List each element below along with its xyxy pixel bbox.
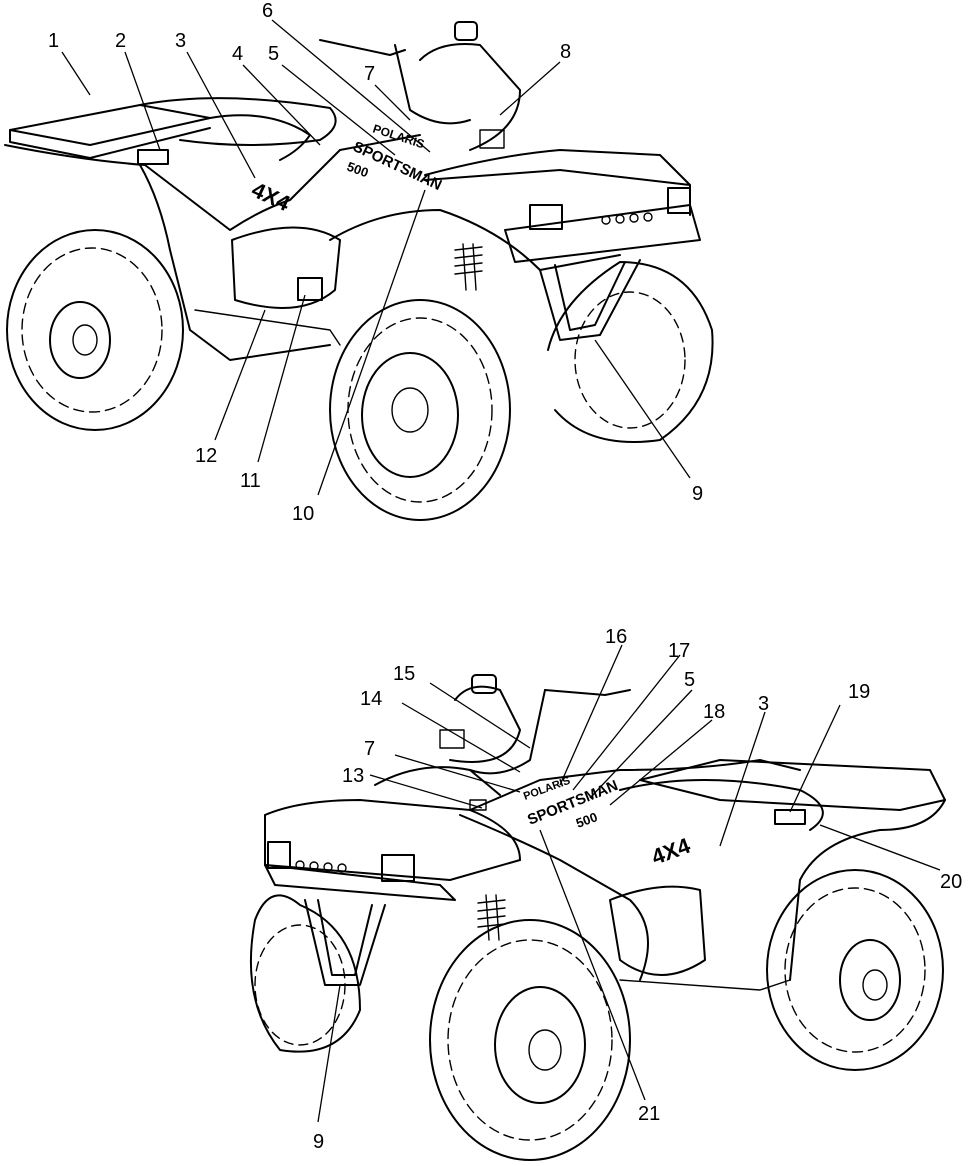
upper-callout-10: 10 xyxy=(292,503,314,525)
lower-callout-15: 15 xyxy=(393,663,415,685)
upper-callout-7: 7 xyxy=(364,63,375,85)
upper-decal-displacement: 500 xyxy=(345,159,371,181)
upper-callout-1: 1 xyxy=(48,30,59,52)
lower-callout-7: 7 xyxy=(364,738,375,760)
upper-callout-2: 2 xyxy=(115,30,126,52)
lower-callout-19: 19 xyxy=(848,681,870,703)
upper-decal-drive: 4X4 xyxy=(248,177,295,217)
upper-callout-12: 12 xyxy=(195,445,217,467)
lower-callout-5: 5 xyxy=(684,669,695,691)
upper-atv-view: POLARIS SPORTSMAN 500 4X4 1 2 3 4 5 6 xyxy=(4,0,714,525)
lower-leader-lines xyxy=(317,644,941,1123)
lower-callout-16: 16 xyxy=(605,626,627,648)
lower-atv-body xyxy=(249,674,946,1161)
lower-decal-displacement: 500 xyxy=(574,809,600,831)
lower-callout-18: 18 xyxy=(703,701,725,723)
lower-callout-17: 17 xyxy=(668,640,690,662)
lower-callout-20: 20 xyxy=(940,871,962,893)
upper-callout-3: 3 xyxy=(175,30,186,52)
lower-callout-13: 13 xyxy=(342,765,364,787)
lower-atv-view: POLARIS SPORTSMAN 500 4X4 16 17 15 5 14 xyxy=(249,626,962,1161)
lower-callout-9: 9 xyxy=(313,1131,324,1153)
lower-callouts: 16 17 15 5 14 18 3 19 7 13 20 9 21 xyxy=(313,626,962,1153)
upper-atv-body xyxy=(4,21,714,521)
upper-callout-8: 8 xyxy=(560,41,571,63)
upper-callout-4: 4 xyxy=(232,43,243,65)
lower-callout-14: 14 xyxy=(360,688,382,710)
upper-callout-5: 5 xyxy=(268,43,279,65)
upper-callout-6: 6 xyxy=(262,0,273,22)
lower-decal-drive: 4X4 xyxy=(648,833,694,870)
upper-leader-lines xyxy=(61,19,691,496)
upper-callouts: 1 2 3 4 5 6 7 8 9 10 11 12 xyxy=(48,0,703,525)
lower-callout-3: 3 xyxy=(758,693,769,715)
upper-callout-9: 9 xyxy=(692,483,703,505)
lower-callout-21: 21 xyxy=(638,1103,660,1125)
upper-callout-11: 11 xyxy=(240,470,261,492)
